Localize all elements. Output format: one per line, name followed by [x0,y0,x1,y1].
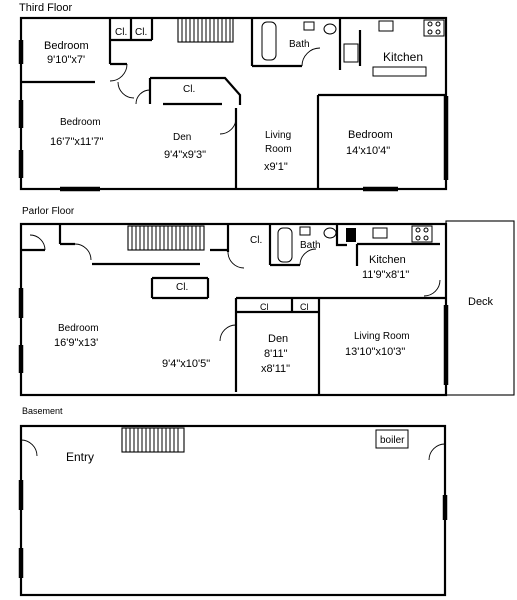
third-door-2 [135,89,151,105]
third-living-name-2: Room [265,144,292,155]
parlor-kitchen-wall [355,242,440,266]
parlor-bedroom-name: Bedroom [58,323,99,334]
parlor-den-walls [234,296,446,395]
third-door-4 [301,47,321,67]
parlor-bath-walls [268,224,347,267]
parlor-door-6 [423,279,441,297]
basement-staircase [121,427,185,453]
basement-door-1 [20,439,38,457]
parlor-bath-label: Bath [300,240,321,251]
parlor-stove [411,225,433,243]
parlor-dark-appliance [346,228,356,242]
parlor-deck [445,220,515,396]
third-closet-1: Cl. [115,27,127,38]
third-stove [423,19,445,37]
third-floor-heading: Third Floor [19,2,73,14]
third-kitchen-counter [372,66,427,77]
parlor-staircase [127,225,205,251]
third-bath-label: Bath [289,39,310,50]
parlor-door-3 [227,251,245,269]
third-bedroom-front-size: 14'x10'4" [346,145,390,157]
parlor-closet-4: Cl [300,302,309,312]
parlor-deck-label: Deck [468,296,494,308]
parlor-floor: Parlor Floor [18,206,515,397]
basement-boiler-label: boiler [380,435,405,446]
parlor-entry-walls [21,224,75,252]
third-center-wall [148,76,242,106]
parlor-closet-wall [150,276,210,300]
third-kitchen-label: Kitchen [383,50,423,64]
parlor-bedroom-size: 16'9"x13' [54,337,98,349]
parlor-toilet-tank [299,226,311,236]
parlor-kitchen-name: Kitchen [369,254,406,266]
parlor-bathtub [277,227,293,263]
third-living-name-1: Living [265,130,291,141]
basement-door-2 [428,443,446,461]
third-bedroom-front-wall [316,93,446,189]
third-bedroom-large-size: 16'7"x11'7" [50,136,103,148]
third-floor: Third Floor [18,2,449,192]
third-den-size: 9'4"x9'3" [164,149,206,161]
parlor-door-2 [74,243,92,261]
third-door-1 [109,63,128,82]
third-bath-walls [250,18,362,70]
parlor-door-5 [299,248,317,266]
parlor-closet-1: Cl. [250,235,262,246]
parlor-closet-2: Cl. [176,282,188,293]
parlor-stair-wall [92,224,230,266]
third-living-size: x9'1" [264,161,288,173]
parlor-middle-size: 9'4"x10'5" [162,358,210,370]
third-bedroom-small-size: 9'10"x7' [47,54,85,66]
basement-entry-label: Entry [66,450,94,464]
parlor-door-1 [29,234,46,251]
parlor-floor-heading: Parlor Floor [22,206,75,217]
third-closet-2: Cl. [135,27,147,38]
parlor-closet-3: Cl [260,302,269,312]
parlor-floor-outer-wall [19,222,448,397]
third-toilet-bowl [323,23,337,35]
third-bathtub [261,21,277,61]
parlor-living-name: Living Room [354,331,410,342]
parlor-living-size: 13'10"x10'3" [345,346,405,358]
third-door-5 [117,81,135,99]
basement-boiler [375,429,409,449]
third-kitchen-sink [378,20,394,32]
third-bedroom-large-name: Bedroom [60,117,101,128]
third-closet-3: Cl. [183,84,195,95]
parlor-den-size-2: x8'11" [261,363,290,375]
parlor-den-name: Den [268,333,288,345]
third-door-3 [219,117,237,135]
parlor-toilet-bowl [323,227,337,239]
third-toilet-tank [303,21,315,31]
third-closet-shelf [343,43,359,63]
basement-heading: Basement [22,406,63,416]
basement-floor: Basement Entry boiler [18,406,448,597]
third-bedroom-small-name: Bedroom [44,40,89,52]
third-bedroom-front-name: Bedroom [348,129,393,141]
parlor-den-size-1: 8'11" [264,348,288,360]
third-closet-walls [110,18,154,42]
third-staircase [177,17,234,43]
parlor-door-4 [219,324,237,342]
parlor-kitchen-size: 11'9"x8'1" [362,269,409,281]
parlor-kitchen-sink [372,227,388,239]
third-den-name: Den [173,132,191,143]
